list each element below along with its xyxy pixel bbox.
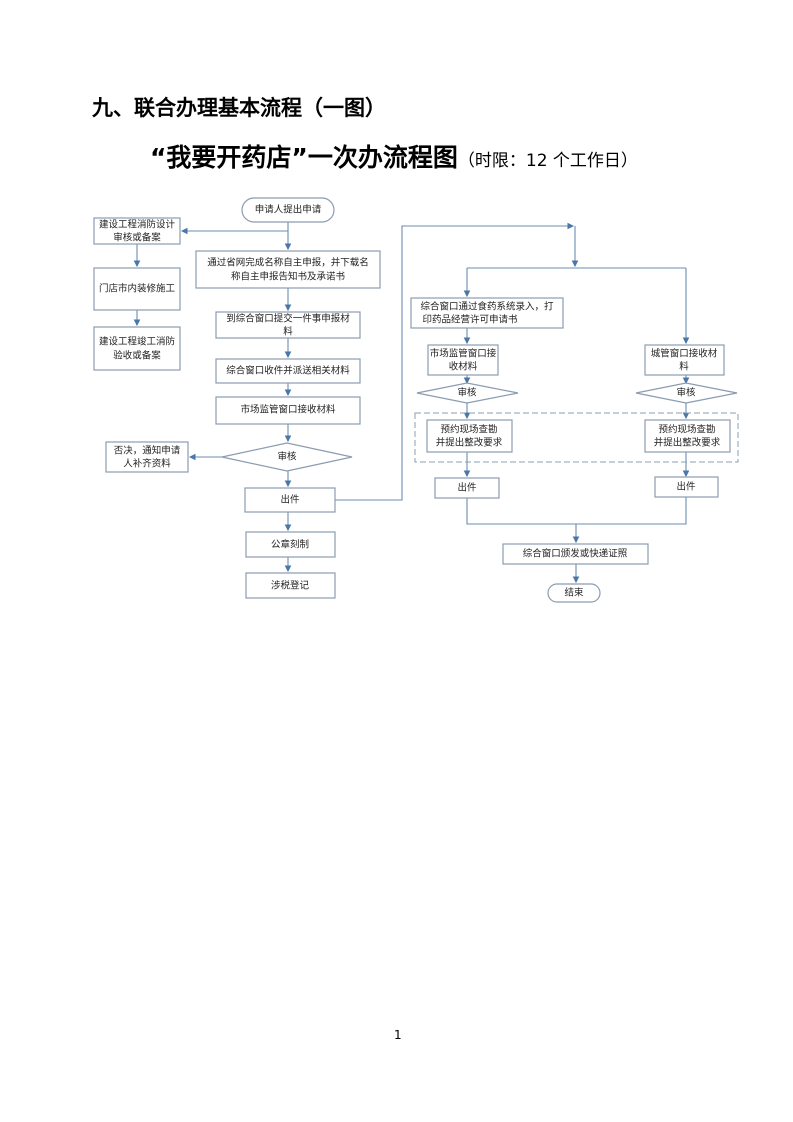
label: 并提出整改要求 [436,437,503,449]
renovation-box: 门店市内装修施工 [93,267,181,311]
issue-right-box: 出件 [654,476,719,498]
end-node: 结束 [547,583,601,603]
label: 综合窗口通过食药系统录入，打 [420,301,554,313]
label: 验收或备案 [113,350,161,362]
page-number: 1 [394,1028,402,1042]
label: 综合窗口颁发或快递证照 [523,548,628,560]
issue-box: 出件 [244,487,336,513]
label: 预约现场查勘 [440,424,497,436]
deliver-box: 综合窗口颁发或快递证照 [502,543,649,565]
label: 预约现场查勘 [658,424,715,436]
tax-box: 涉税登记 [245,572,336,599]
label: 料 [679,361,689,373]
label: 审核 [277,451,297,463]
label: 审核或备案 [113,232,161,244]
issue-left-box: 出件 [434,477,500,499]
connectors [133,222,690,584]
review-right-diamond: 审核 [635,382,738,404]
start-node: 申请人提出申请 [241,197,335,223]
section-heading: 九、联合办理基本流程（一图） [92,96,386,120]
time-limit: （时限：12 个工作日） [457,151,638,171]
label: 城管窗口接收材 [651,348,718,360]
label: 市场监管窗口接 [430,348,497,360]
start-label: 申请人提出申请 [255,204,322,216]
label: 出件 [676,481,696,493]
review-diamond: 审核 [221,442,353,472]
label: 市场监管窗口接收材料 [240,404,336,416]
label: 出件 [280,494,300,506]
label: 审核 [676,387,696,399]
label: 建设工程竣工消防 [99,336,176,348]
label: 否决，通知申请 [114,445,181,457]
review-left-diamond: 审核 [416,382,519,404]
market-receive-box: 市场监管窗口接收材料 [215,396,361,425]
label: 建设工程消防设计 [99,219,176,231]
label: 料 [283,326,293,338]
label: 通过省网完成名称自主申报，并下载名 [207,257,369,269]
label: 结束 [564,587,584,599]
label: 审核 [457,387,477,399]
label: 门店市内装修施工 [99,283,176,295]
flowchart-title: “我要开药店”一次办流程图（时限：12 个工作日） [150,138,638,174]
label: 到综合窗口提交一件事申报材 [226,313,350,325]
label: 称自主申报告知书及承诺书 [231,271,346,283]
label: 收材料 [449,361,478,373]
label: 涉税登记 [271,580,310,592]
label: 出件 [457,482,477,494]
seal-box: 公章刻制 [245,531,336,558]
label: 人补齐资料 [123,458,171,470]
label: 印药品经营许可申请书 [422,314,518,326]
label: 综合窗口收件并派送相关材料 [226,365,350,377]
market-receive2-box: 市场监管窗口接收材料 [427,344,499,376]
title-main: “我要开药店”一次办流程图 [150,143,458,172]
label: 公章刻制 [271,539,309,551]
label: 并提出整改要求 [654,437,721,449]
parallel-inspection-group [414,412,739,463]
dispatch-box: 综合窗口收件并派送相关材料 [215,358,361,384]
